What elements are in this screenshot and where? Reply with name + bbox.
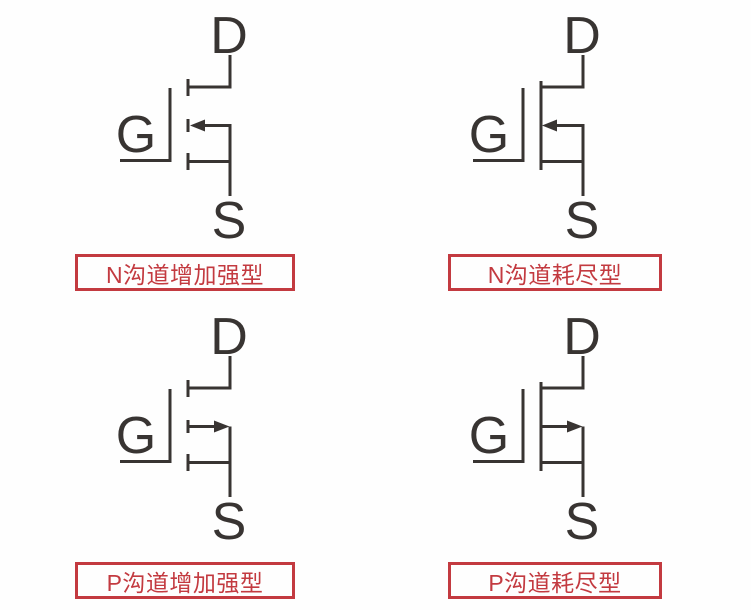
gate-electrode	[120, 389, 172, 463]
label-p-enhancement: P沟道增加强型	[75, 562, 295, 599]
gate-terminal-label: G	[116, 106, 156, 164]
drain-lead	[189, 356, 232, 390]
source-terminal-label: S	[212, 192, 247, 250]
drain-lead	[189, 55, 232, 89]
drain-lead	[541, 55, 585, 89]
body-arrow-right-icon	[567, 420, 583, 433]
label-text: P沟道耗尽型	[488, 569, 622, 596]
label-n-enhancement: N沟道增加强型	[75, 254, 295, 291]
source-terminal-label: S	[565, 493, 600, 551]
source-terminal-label: S	[565, 192, 600, 250]
label-text: N沟道耗尽型	[487, 261, 623, 288]
body-arrow-left-icon	[190, 119, 205, 132]
body-arrow-left-icon	[542, 119, 557, 132]
body-to-source-lead	[555, 124, 585, 196]
body-arrow-right-icon	[214, 420, 230, 433]
label-text: N沟道增加强型	[105, 261, 265, 288]
label-text: P沟道增加强型	[106, 569, 264, 596]
gate-terminal-label: G	[116, 407, 156, 465]
label-p-depletion: P沟道耗尽型	[448, 562, 662, 599]
n-enhancement-mosfet-symbol: D G S	[116, 7, 248, 250]
gate-electrode	[473, 88, 525, 162]
p-enhancement-mosfet-symbol: D G S	[116, 308, 248, 551]
gate-electrode	[120, 88, 172, 162]
drain-lead	[541, 356, 585, 390]
body-to-source-lead	[203, 124, 232, 196]
p-depletion-mosfet-symbol: D G S	[469, 308, 601, 551]
label-n-depletion: N沟道耗尽型	[448, 254, 662, 291]
source-terminal-label: S	[212, 493, 247, 551]
gate-terminal-label: G	[469, 407, 509, 465]
n-depletion-mosfet-symbol: D G S	[469, 7, 601, 250]
gate-electrode	[473, 389, 525, 463]
gate-terminal-label: G	[469, 106, 509, 164]
